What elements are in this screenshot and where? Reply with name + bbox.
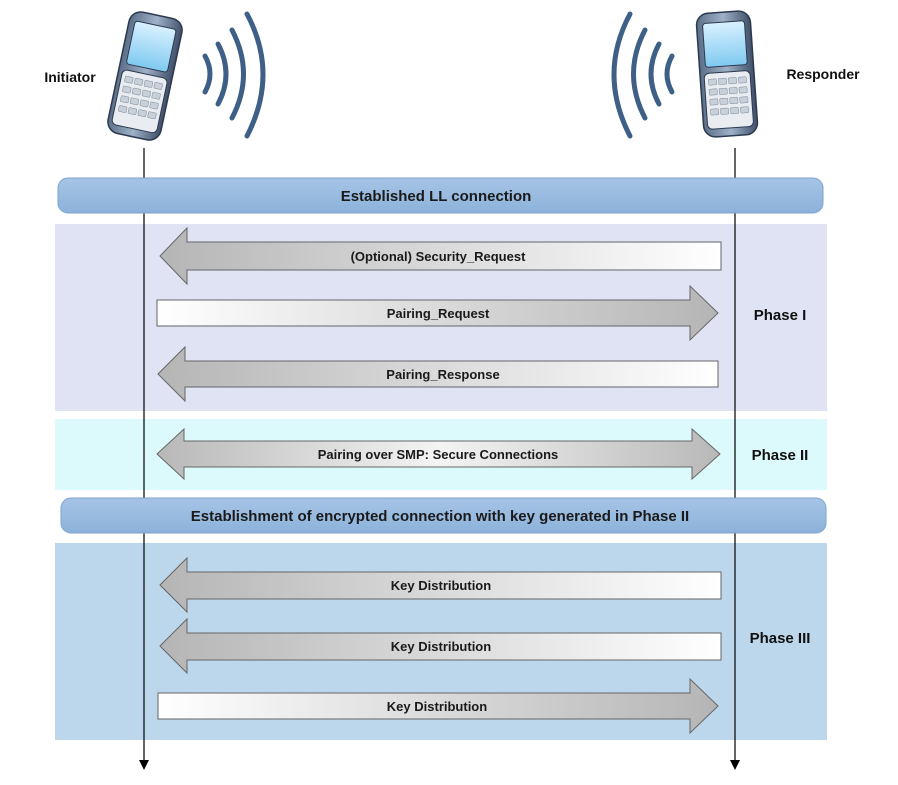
- key-distribution-label-2: Key Distribution: [391, 639, 491, 654]
- key-distribution-arrow-2: [159, 617, 722, 675]
- initiator-phone-icon: [107, 11, 183, 141]
- key-distribution-arrow-1: [159, 556, 722, 614]
- initiator-lifeline-arrowhead: [139, 760, 149, 770]
- phase3-label: Phase III: [750, 630, 811, 647]
- pairing-response-arrow: [157, 345, 719, 403]
- secure-connections-arrow: [156, 427, 721, 481]
- encrypted-connection-bar: [60, 497, 827, 534]
- initiator-signal-icon: [202, 11, 266, 139]
- pairing-request-arrow: [156, 284, 719, 342]
- secure-connections-label: Pairing over SMP: Secure Connections: [318, 447, 559, 462]
- security-request-arrow: [159, 226, 722, 286]
- responder-lifeline-arrowhead: [730, 760, 740, 770]
- security-request-label: (Optional) Security_Request: [351, 249, 526, 264]
- established-connection-label: Established LL connection: [341, 188, 532, 205]
- responder-phone-icon: [695, 10, 759, 138]
- phase1-label: Phase I: [754, 307, 807, 324]
- encrypted-connection-label: Establishment of encrypted connection wi…: [191, 508, 689, 525]
- key-distribution-label-3: Key Distribution: [387, 699, 487, 714]
- established-connection-bar: [57, 177, 824, 214]
- pairing-response-label: Pairing_Response: [386, 367, 499, 382]
- key-distribution-arrow-3: [157, 677, 719, 735]
- responder-signal-icon: [611, 11, 675, 139]
- pairing-request-label: Pairing_Request: [387, 306, 490, 321]
- phase2-label: Phase II: [752, 447, 809, 464]
- key-distribution-label-1: Key Distribution: [391, 578, 491, 593]
- initiator-label: Initiator: [44, 69, 96, 85]
- responder-label: Responder: [786, 66, 860, 82]
